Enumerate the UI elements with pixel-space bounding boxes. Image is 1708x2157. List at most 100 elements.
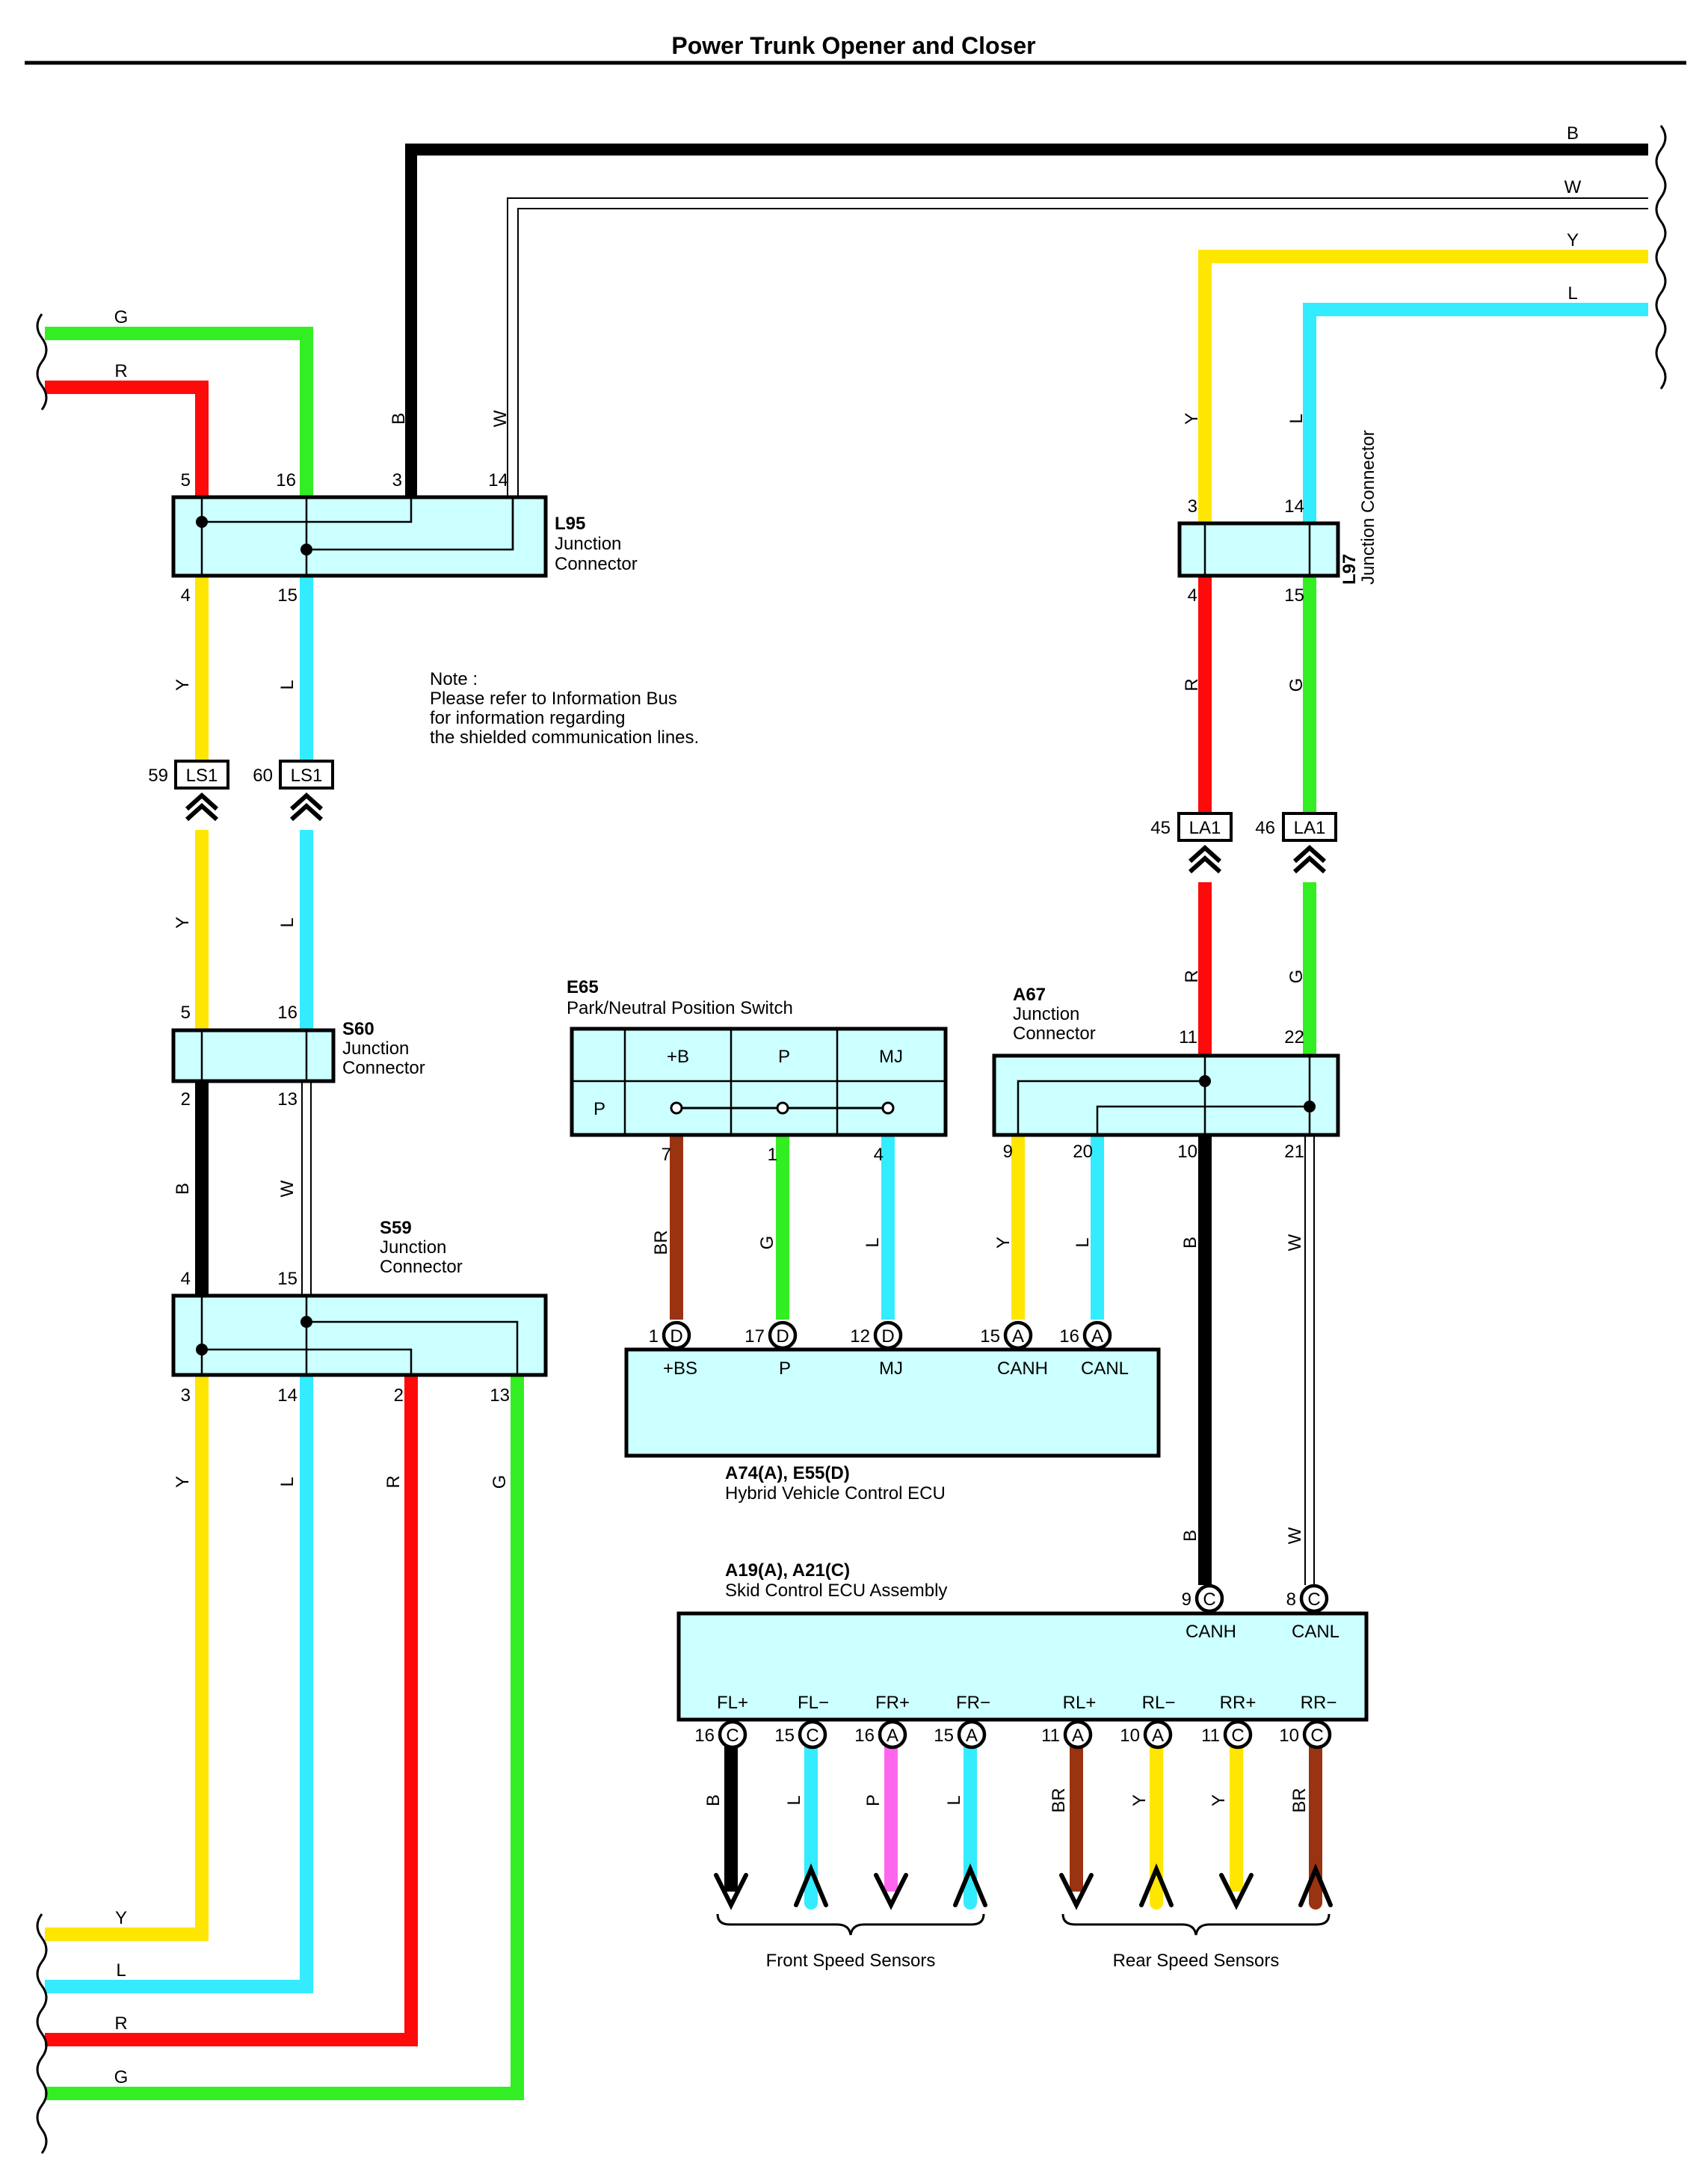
svg-text:A: A — [1012, 1326, 1024, 1347]
arrow-up-rr-minus — [1298, 1863, 1333, 1907]
arrow-down-fl-plus — [714, 1873, 748, 1910]
skid-pin: 11 — [1201, 1726, 1220, 1746]
a67-pin: 20 — [1073, 1142, 1093, 1162]
switch-contact — [670, 1101, 683, 1115]
l97-name: Junction Connector — [1358, 430, 1378, 585]
switch-contact — [776, 1101, 789, 1115]
svg-text:C: C — [1231, 1726, 1244, 1746]
wire-label: W — [1285, 1527, 1305, 1544]
s59-line2: Connector — [380, 1257, 463, 1277]
skid-pin: 9 — [1182, 1590, 1191, 1610]
skid-terminal: C — [1194, 1584, 1224, 1613]
skid-term-label: RR− — [1301, 1693, 1337, 1713]
hv-ecu-name: Hybrid Vehicle Control ECU — [725, 1483, 946, 1504]
skid-pin: 15 — [774, 1726, 795, 1746]
wire-y-top — [1198, 250, 1648, 523]
hv-pin: 17 — [744, 1326, 765, 1347]
wire-label: B — [1180, 1530, 1200, 1542]
hv-pin: 15 — [980, 1326, 1000, 1347]
skid-terminal: A — [1143, 1720, 1173, 1750]
s60-id: S60 — [342, 1019, 374, 1039]
wire-label: L — [277, 917, 297, 927]
s59-pin: 2 — [394, 1385, 404, 1406]
connector-s59: S59 Junction Connector 4 15 3 14 2 13 — [171, 1218, 548, 1406]
arrow-up-fl-minus — [794, 1863, 828, 1907]
a67-pin: 22 — [1284, 1027, 1304, 1047]
connector-l97: L97 Junction Connector 3 14 4 15 — [1177, 430, 1378, 606]
e65-row-label: P — [594, 1099, 605, 1119]
la1-pin: 46 — [1255, 818, 1275, 838]
connector-chevron-icon — [1292, 844, 1327, 874]
l97-pin: 15 — [1284, 585, 1304, 606]
l95-pin: 14 — [488, 470, 508, 490]
s59-line1: Junction — [380, 1237, 446, 1258]
connector-l95: L95 Junction Connector 5 16 3 14 4 15 — [171, 470, 638, 606]
wire-label: Y — [173, 917, 193, 929]
e65-cell-b: +B — [667, 1047, 689, 1067]
front-sensors-brace — [716, 1913, 985, 1936]
switch-contact — [881, 1101, 895, 1115]
wire-r-s59-out — [45, 1375, 418, 2046]
skid-term-label: FL+ — [717, 1693, 748, 1713]
s60-pin: 5 — [181, 1003, 191, 1023]
rear-speed-sensors-label: Rear Speed Sensors — [1113, 1951, 1280, 1971]
e65-pin: 7 — [662, 1145, 671, 1165]
s59-pin: 14 — [277, 1385, 297, 1406]
wire-label: Y — [173, 1476, 193, 1488]
e65-id: E65 — [567, 977, 599, 997]
l97-body — [1177, 521, 1340, 578]
skid-terminal: C — [798, 1720, 827, 1750]
wire-labels-vertical: B W Y L Y L R G Y L R G B W BR G L Y L B… — [173, 410, 1310, 1812]
skid-terminal: C — [1302, 1720, 1332, 1750]
break-left-bottom — [36, 1913, 48, 2154]
a67-body — [992, 1053, 1340, 1137]
hv-term-label: +BS — [663, 1358, 697, 1379]
wire-label: B — [389, 413, 409, 425]
connector-chevron-icon — [289, 792, 324, 822]
wire-g-left-top — [45, 327, 313, 497]
l97-id: L97 — [1339, 554, 1360, 585]
hv-terminal: A — [1003, 1320, 1033, 1350]
ls1-pin: 60 — [253, 766, 273, 786]
a67-line2: Connector — [1013, 1024, 1096, 1044]
wire-label: G — [757, 1236, 777, 1250]
l95-pin: 16 — [276, 470, 296, 490]
hv-term-label: MJ — [879, 1358, 903, 1379]
skid-terminal: C — [1299, 1584, 1329, 1613]
svg-text:C: C — [726, 1726, 739, 1746]
a67-pin: 10 — [1177, 1142, 1197, 1162]
skid-terminal: A — [957, 1720, 987, 1750]
s59-pin: 15 — [277, 1269, 297, 1289]
l95-pin: 5 — [181, 470, 191, 490]
ecu-skid-control: A19(A), A21(C) Skid Control ECU Assembly… — [676, 1560, 1369, 1750]
wire-breaks — [36, 125, 1667, 2154]
wire-label: R — [383, 1475, 404, 1488]
wire-label: L — [277, 680, 297, 689]
connector-chevron-icon — [185, 792, 219, 822]
wire-label: G — [1286, 678, 1307, 692]
diagram-title: Power Trunk Opener and Closer — [671, 32, 1035, 59]
skid-term-label: RR+ — [1220, 1693, 1257, 1713]
s60-line1: Junction — [342, 1039, 409, 1059]
wire-labels-horizontal: B W Y L G R Y L R G — [114, 123, 1582, 2087]
connector-s60: S60 Junction Connector 5 16 2 13 — [171, 1003, 425, 1110]
s59-splice-dot — [300, 1316, 312, 1328]
svg-text:C: C — [1203, 1590, 1215, 1610]
l95-splice-dot — [196, 516, 208, 528]
svg-text:A: A — [1072, 1726, 1084, 1746]
skid-pin: 11 — [1041, 1726, 1060, 1746]
arrow-up-fr-minus — [953, 1863, 987, 1907]
skid-term-label: CANH — [1186, 1622, 1236, 1642]
skid-term-label: FL− — [798, 1693, 829, 1713]
s59-pin: 4 — [181, 1269, 191, 1289]
a67-pin: 21 — [1284, 1142, 1304, 1162]
skid-pin: 10 — [1120, 1726, 1140, 1746]
arrow-down-rr-plus — [1219, 1873, 1254, 1910]
l95-splice-dot — [300, 544, 312, 556]
wire-label: G — [490, 1475, 510, 1489]
wire-label: Y — [1129, 1794, 1150, 1806]
note: Note : Please refer to Information Bus f… — [430, 669, 699, 748]
skid-ecu-name: Skid Control ECU Assembly — [725, 1581, 947, 1601]
wire-label: BR — [1049, 1788, 1069, 1812]
